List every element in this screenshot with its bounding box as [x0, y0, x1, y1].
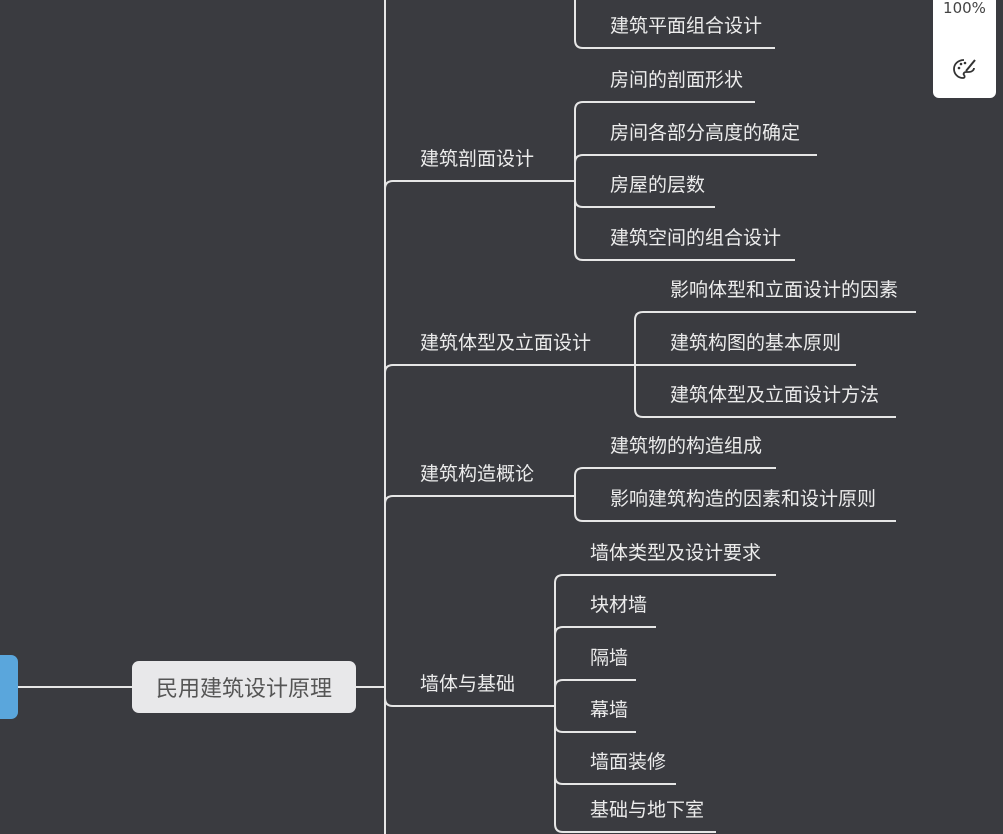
- subtopic-line: [554, 706, 716, 833]
- subtopic-line: [634, 365, 896, 418]
- subtopic[interactable]: 影响体型和立面设计的因素: [670, 279, 899, 301]
- subtopic[interactable]: 建筑平面组合设计: [610, 15, 763, 37]
- subtopic[interactable]: 幕墙: [590, 699, 629, 721]
- subtopic[interactable]: 房间各部分高度的确定: [610, 122, 801, 144]
- subtopic-line: [554, 679, 636, 706]
- zoom-level[interactable]: 100%: [943, 0, 986, 17]
- subtopic[interactable]: 建筑体型及立面设计方法: [670, 384, 880, 406]
- branch-topic[interactable]: 建筑体型及立面设计: [420, 332, 592, 354]
- main-topic-label: 民用建筑设计原理: [155, 677, 332, 702]
- subtopic[interactable]: 墙体类型及设计要求: [590, 542, 762, 564]
- side-toolbar: 100%: [933, 0, 996, 98]
- subtopic-line: [554, 574, 776, 706]
- subtopic-line: [554, 626, 656, 706]
- palette-icon[interactable]: [952, 57, 978, 81]
- subtopic[interactable]: 块材墙: [590, 594, 648, 616]
- branch-line: [384, 180, 575, 190]
- subtopic[interactable]: 隔墙: [590, 647, 629, 669]
- branch-line: [384, 495, 575, 505]
- subtopic-line: [574, 0, 775, 49]
- subtopic-line: [574, 467, 776, 496]
- subtopic[interactable]: 建筑构图的基本原则: [670, 332, 842, 354]
- subtopic[interactable]: 房间的剖面形状: [610, 69, 744, 91]
- subtopic[interactable]: 建筑空间的组合设计: [610, 227, 782, 249]
- subtopic[interactable]: 建筑物的构造组成: [610, 435, 763, 457]
- subtopic-line: [574, 181, 795, 261]
- subtopic[interactable]: 墙面装修: [590, 751, 667, 773]
- branch-topic[interactable]: 建筑剖面设计: [420, 148, 535, 170]
- subtopic[interactable]: 影响建筑构造的因素和设计原则: [610, 488, 877, 510]
- branch-topic[interactable]: 建筑构造概论: [420, 463, 535, 485]
- subtopic-line: [574, 154, 817, 181]
- subtopic-line: [634, 311, 916, 365]
- branch-topic[interactable]: 墙体与基础: [420, 673, 516, 695]
- subtopic[interactable]: 基础与地下室: [590, 799, 705, 821]
- subtopic[interactable]: 房屋的层数: [610, 174, 706, 196]
- branch-line: [384, 697, 555, 707]
- subtopic-line: [574, 101, 755, 181]
- main-topic-node[interactable]: 民用建筑设计原理: [132, 661, 356, 713]
- subtopic-line: [574, 496, 896, 522]
- branch-line: [384, 364, 635, 374]
- central-topic-node[interactable]: [0, 655, 18, 719]
